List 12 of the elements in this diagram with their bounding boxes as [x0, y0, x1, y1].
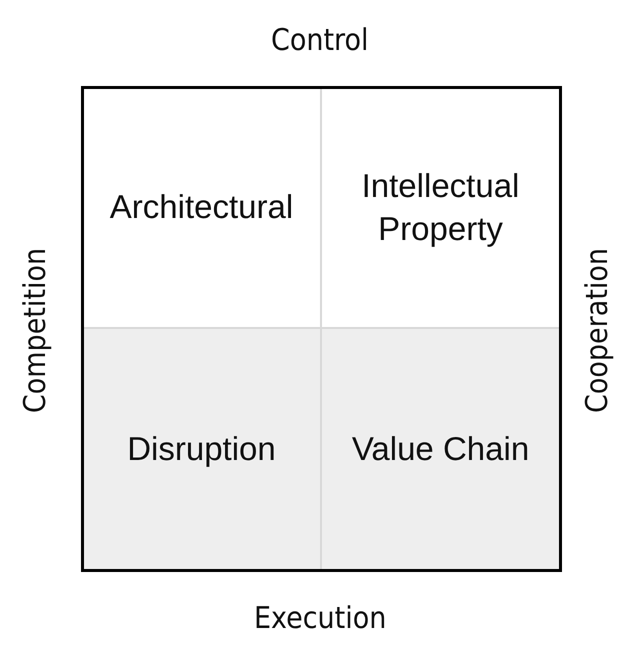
- quadrant-cell: [321, 87, 560, 328]
- axis-label: Cooperation: [579, 248, 614, 412]
- quadrant-label: Architectural: [110, 187, 294, 228]
- quadrant-label: Disruption: [127, 428, 276, 469]
- axis-label: Execution: [254, 600, 386, 636]
- quadrant-cell: [321, 328, 560, 570]
- quadrant-cell: [82, 328, 321, 570]
- axis-label: Control: [271, 22, 368, 58]
- quadrant-label: Intellectual Property: [360, 166, 520, 249]
- quadrant-cell: [82, 87, 321, 328]
- quadrant-label: Value Chain: [352, 428, 530, 469]
- axis-label: Competition: [18, 247, 53, 413]
